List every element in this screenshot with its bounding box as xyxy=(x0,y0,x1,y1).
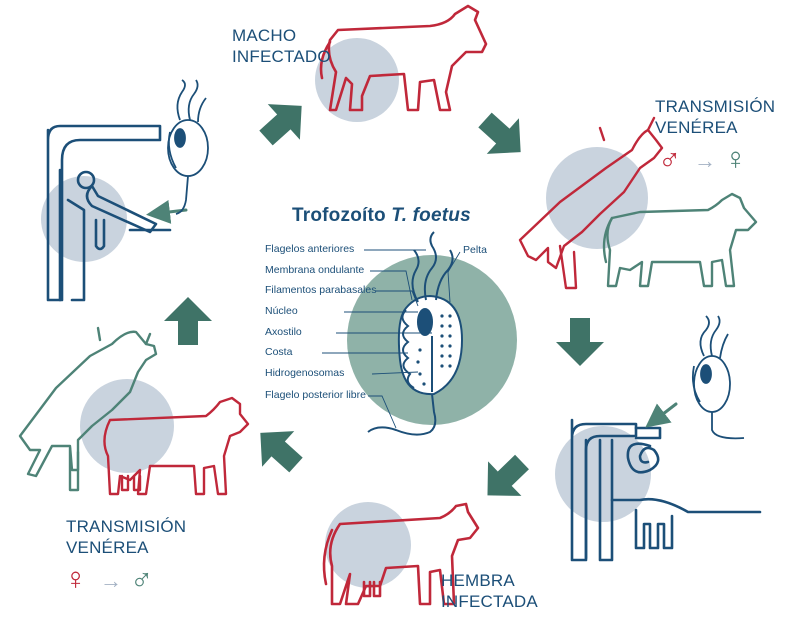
title-main: Trofozoíto xyxy=(292,205,392,226)
thick-arrow-icon xyxy=(259,104,302,146)
cervical-sampling-icon xyxy=(570,402,762,562)
trophozoite-small-left-icon xyxy=(167,79,209,215)
circle-female-infected xyxy=(325,502,411,588)
title-species: T. foetus xyxy=(391,205,471,226)
male-symbol-icon: ♂ xyxy=(658,141,682,176)
part-label: Filamentos parabasales xyxy=(265,284,377,296)
circle-mating-bottom xyxy=(80,379,174,473)
part-leader-lines xyxy=(322,249,461,429)
pelta-label: Pelta xyxy=(463,244,487,256)
thick-arrow-icon xyxy=(478,112,521,154)
transmission-top-label: TRANSMISIÓN VENÉREA xyxy=(655,97,776,137)
thick-arrow-icon xyxy=(487,454,529,496)
semen-collection-icon xyxy=(46,124,188,302)
infected-cow-icon xyxy=(322,502,480,606)
thick-arrow-icon xyxy=(164,297,212,345)
mating-cattle-top-icon xyxy=(518,116,758,290)
circle-male-infected xyxy=(315,38,399,122)
part-label: Núcleo xyxy=(265,305,298,317)
circle-mating-top xyxy=(546,147,648,249)
part-label: Costa xyxy=(265,346,293,358)
part-label: Axostilo xyxy=(265,326,302,338)
arrow-right-icon: → xyxy=(100,568,122,593)
female-symbol-icon: ♀ xyxy=(724,141,748,176)
part-label: Flagelos anteriores xyxy=(265,243,355,255)
circle-lab-right xyxy=(555,426,651,522)
trophozoite-diagram-icon xyxy=(367,231,464,436)
female-symbol-icon: ♀ xyxy=(64,561,88,596)
infected-female-label: HEMBRA INFECTADA xyxy=(441,571,538,611)
male-symbol-icon: ♂ xyxy=(130,561,154,596)
infected-bull-icon xyxy=(319,4,488,112)
trophozoite-small-right-icon xyxy=(691,315,745,440)
cycle-arrows xyxy=(164,104,604,496)
thick-arrow-icon xyxy=(556,318,604,366)
arrow-right-icon: → xyxy=(694,148,716,173)
part-label: Membrana ondulante xyxy=(265,264,365,276)
part-label: Flagelo posterior libre xyxy=(265,389,366,401)
mating-cattle-bottom-icon xyxy=(18,326,250,496)
thick-arrow-icon xyxy=(260,431,303,473)
trophozoite-title: Trofozoíto T. foetus xyxy=(292,205,471,227)
infected-male-label: MACHO INFECTADO xyxy=(232,26,331,66)
part-label: Hidrogenosomas xyxy=(265,367,345,379)
transmission-bottom-label: TRANSMISIÓN VENÉREA xyxy=(66,517,187,557)
